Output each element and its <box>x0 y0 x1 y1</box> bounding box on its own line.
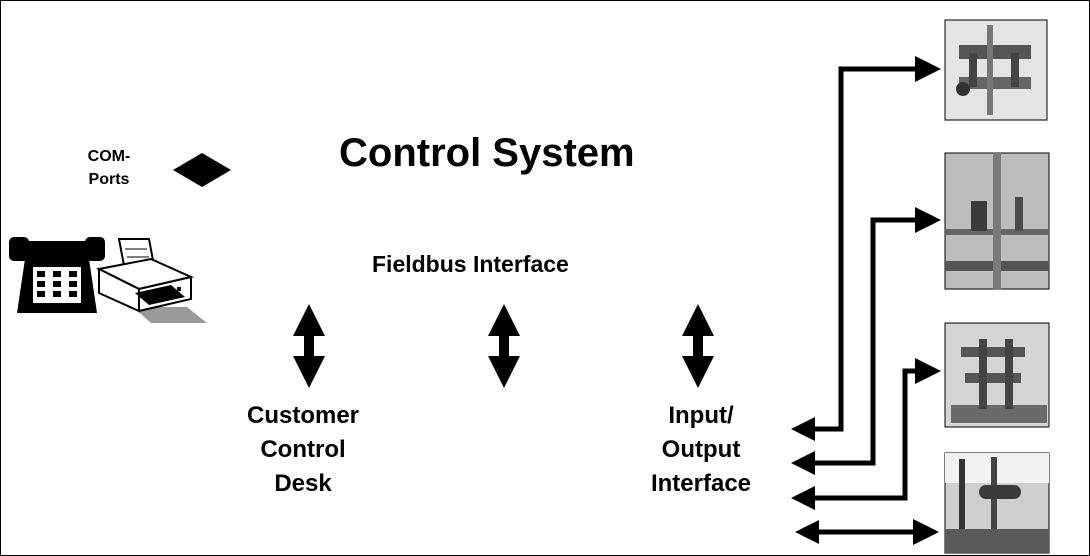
com-ports-line-2: Ports <box>88 171 130 188</box>
equipment-arrowhead-4 <box>913 519 939 545</box>
rig-equipment-photo-3 <box>944 322 1050 428</box>
equipment-link-1 <box>809 66 919 432</box>
io-arrowhead-3 <box>791 486 815 510</box>
equipment-link-2 <box>809 217 919 466</box>
customer-desk-line-1: Customer <box>246 402 360 429</box>
io-interface-label: Input/ Output Interface <box>631 399 771 501</box>
customer-desk-line-2: Control <box>260 436 346 463</box>
rig-equipment-photo-2 <box>944 152 1050 290</box>
equipment-arrowhead-3 <box>915 358 941 384</box>
printer-icon <box>95 238 207 323</box>
customer-control-desk-label: Customer Control Desk <box>225 399 381 501</box>
io-arrowhead-1 <box>791 417 815 441</box>
com-port-diamond <box>173 153 231 187</box>
customer-desk-line-3: Desk <box>274 470 332 497</box>
io-arrowhead-2 <box>791 451 815 475</box>
io-interface-line-1: Input/ <box>668 402 734 429</box>
io-interface-line-2: Output <box>661 436 741 463</box>
rig-equipment-photo-1 <box>944 19 1048 121</box>
central-bus-arrow <box>488 304 520 388</box>
customer-desk-bus-arrow <box>293 304 325 388</box>
com-ports-line-1: COM- <box>87 148 131 165</box>
equipment-arrowhead-1 <box>915 56 941 82</box>
io-interface-line-3: Interface <box>650 470 752 497</box>
io-interface-bus-arrow <box>682 304 714 388</box>
rig-equipment-photo-4 <box>944 452 1050 554</box>
fieldbus-interface-label: Fieldbus Interface <box>372 251 569 277</box>
equipment-arrowhead-2 <box>915 207 941 233</box>
diagram-title: Control System <box>339 131 635 175</box>
telephone-icon <box>9 237 105 313</box>
equipment-link-3 <box>809 368 919 501</box>
com-ports-label: COM- Ports <box>79 145 139 191</box>
io-arrowhead-4 <box>795 520 819 544</box>
